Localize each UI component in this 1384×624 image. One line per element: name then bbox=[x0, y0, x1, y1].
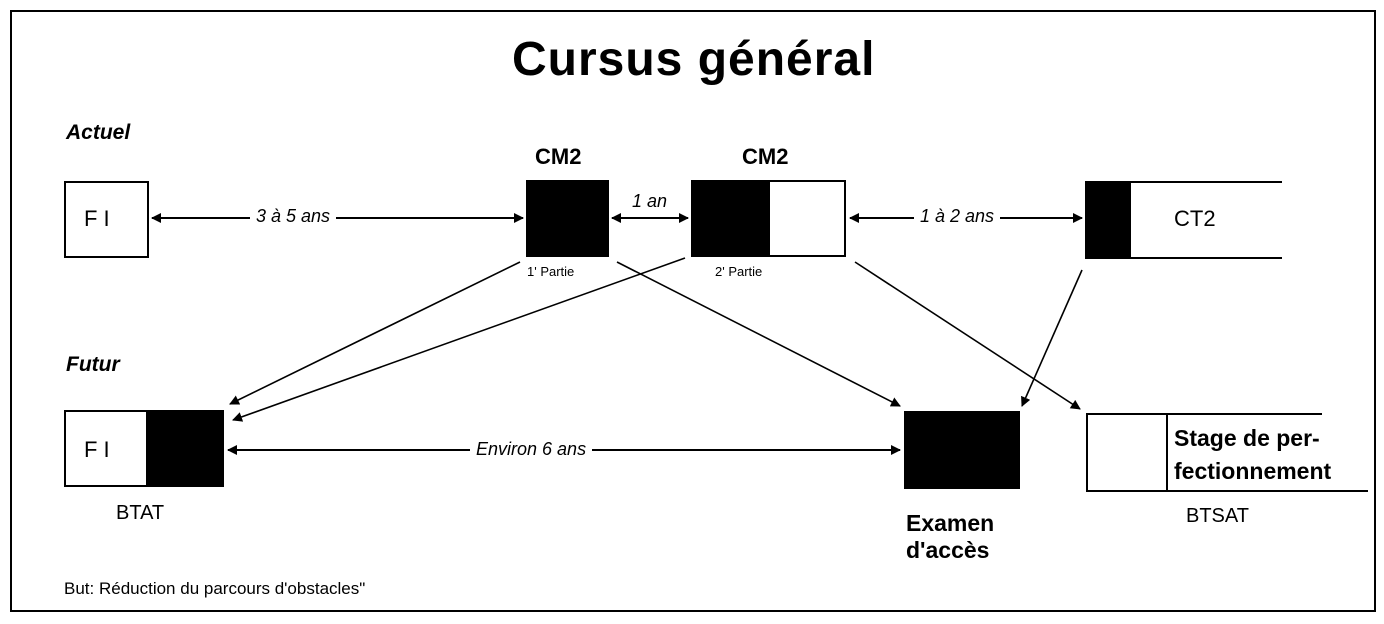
cm2-part1-block bbox=[526, 180, 609, 257]
arrow-part2-to-btsat bbox=[854, 261, 1081, 410]
exam-block bbox=[904, 411, 1020, 489]
fi-box-current bbox=[64, 181, 149, 258]
btat-label: BTAT bbox=[116, 502, 165, 524]
fi-label-future: F I bbox=[84, 437, 110, 462]
arrow-part1-to-exam bbox=[616, 261, 901, 407]
duration-arrows bbox=[151, 213, 1083, 455]
cm2-part1-caption: 1' Partie bbox=[527, 264, 575, 279]
cm2-part2-block bbox=[691, 180, 770, 257]
stage-label-line1: Stage de per- bbox=[1174, 425, 1320, 451]
arrow-part2-to-btat bbox=[232, 257, 686, 422]
ct2-label: CT2 bbox=[1174, 206, 1216, 231]
exam-label-line1: Examen bbox=[906, 510, 995, 536]
arrow-ct2-to-exam bbox=[1021, 269, 1083, 407]
btsat-label: BTSAT bbox=[1186, 505, 1249, 527]
footnote: But: Réduction du parcours d'obstacles" bbox=[64, 579, 366, 598]
cm2-label-part2: CM2 bbox=[742, 144, 789, 169]
arrow-part1-to-btat bbox=[229, 261, 521, 405]
exam-label-line2: d'accès bbox=[906, 537, 990, 563]
diagram-title: Cursus général bbox=[512, 33, 876, 86]
fi-label-current: F I bbox=[84, 206, 110, 231]
duration-cm2-to-ct2: 1 à 2 ans bbox=[914, 207, 1001, 225]
duration-future: Environ 6 ans bbox=[470, 440, 593, 458]
cm2-part2-caption: 2' Partie bbox=[715, 264, 763, 279]
duration-cm2-parts: 1 an bbox=[632, 191, 668, 211]
section-label-future: Futur bbox=[66, 353, 120, 376]
duration-fi-to-cm2: 3 à 5 ans bbox=[250, 207, 337, 225]
stage-label-line2: fectionnement bbox=[1174, 458, 1332, 484]
ct2-open-box bbox=[1085, 181, 1282, 259]
cm2-label-part1: CM2 bbox=[535, 144, 582, 169]
stage-open-box bbox=[1086, 413, 1368, 492]
diagonal-arrows bbox=[229, 257, 1083, 422]
section-label-current: Actuel bbox=[66, 121, 131, 144]
btat-block bbox=[146, 410, 224, 487]
diagram-frame bbox=[10, 10, 1376, 612]
ct2-block bbox=[1085, 181, 1131, 258]
